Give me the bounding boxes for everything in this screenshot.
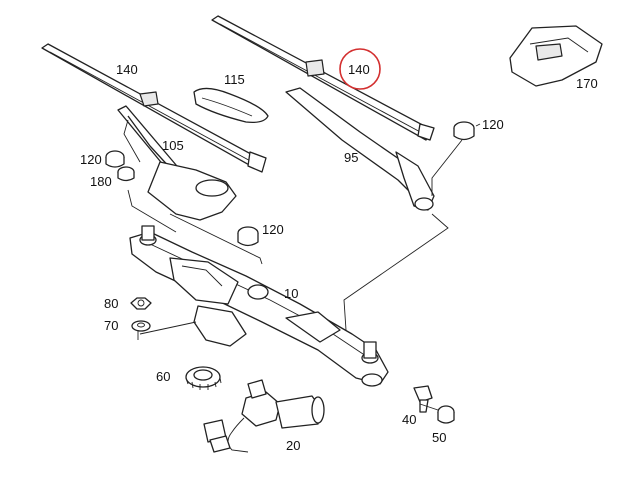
wiper-blade-left[interactable] (41, 43, 267, 173)
gear-60[interactable] (185, 366, 222, 390)
leader-70-frame (139, 321, 197, 335)
label-80: 80 (104, 296, 118, 311)
label-40: 40 (402, 412, 416, 427)
label-95: 95 (344, 150, 358, 165)
highlight-circle (339, 48, 381, 90)
leader-40 (419, 403, 439, 411)
grommet-120-left[interactable] (105, 150, 125, 168)
washer-70[interactable] (131, 320, 151, 332)
label-120-right: 120 (482, 117, 504, 132)
label-105: 105 (162, 138, 184, 153)
label-20: 20 (286, 438, 300, 453)
wiper-linkage-10[interactable] (129, 225, 389, 387)
label-10: 10 (284, 286, 298, 301)
connector-40[interactable] (413, 385, 433, 413)
label-170: 170 (576, 76, 598, 91)
label-115: 115 (224, 72, 245, 87)
label-180: 180 (90, 174, 112, 189)
label-120-center: 120 (262, 222, 284, 237)
label-140-left: 140 (116, 62, 138, 77)
label-140-right: 140 (348, 62, 370, 77)
cover-170[interactable] (509, 25, 603, 87)
wiper-blade-right[interactable] (211, 15, 435, 141)
leader-105 (123, 119, 141, 163)
cap-50[interactable] (437, 405, 455, 424)
label-70: 70 (104, 318, 118, 333)
cover-cap-115[interactable] (193, 87, 269, 124)
leader-120-right (431, 139, 463, 196)
label-50: 50 (432, 430, 446, 445)
leader-center (169, 213, 263, 265)
wiper-motor-20[interactable] (203, 379, 325, 453)
wiper-arm-95[interactable] (285, 87, 435, 211)
grommet-120-center[interactable] (237, 226, 259, 247)
label-60: 60 (156, 369, 170, 384)
nut-80[interactable] (130, 297, 152, 310)
wiper-arm-105[interactable] (117, 105, 237, 221)
grommet-120-right[interactable] (453, 121, 475, 141)
leader-95-to-frame (343, 213, 449, 331)
label-120-left: 120 (80, 152, 102, 167)
leader-180 (127, 189, 177, 233)
nut-180[interactable] (117, 166, 135, 182)
